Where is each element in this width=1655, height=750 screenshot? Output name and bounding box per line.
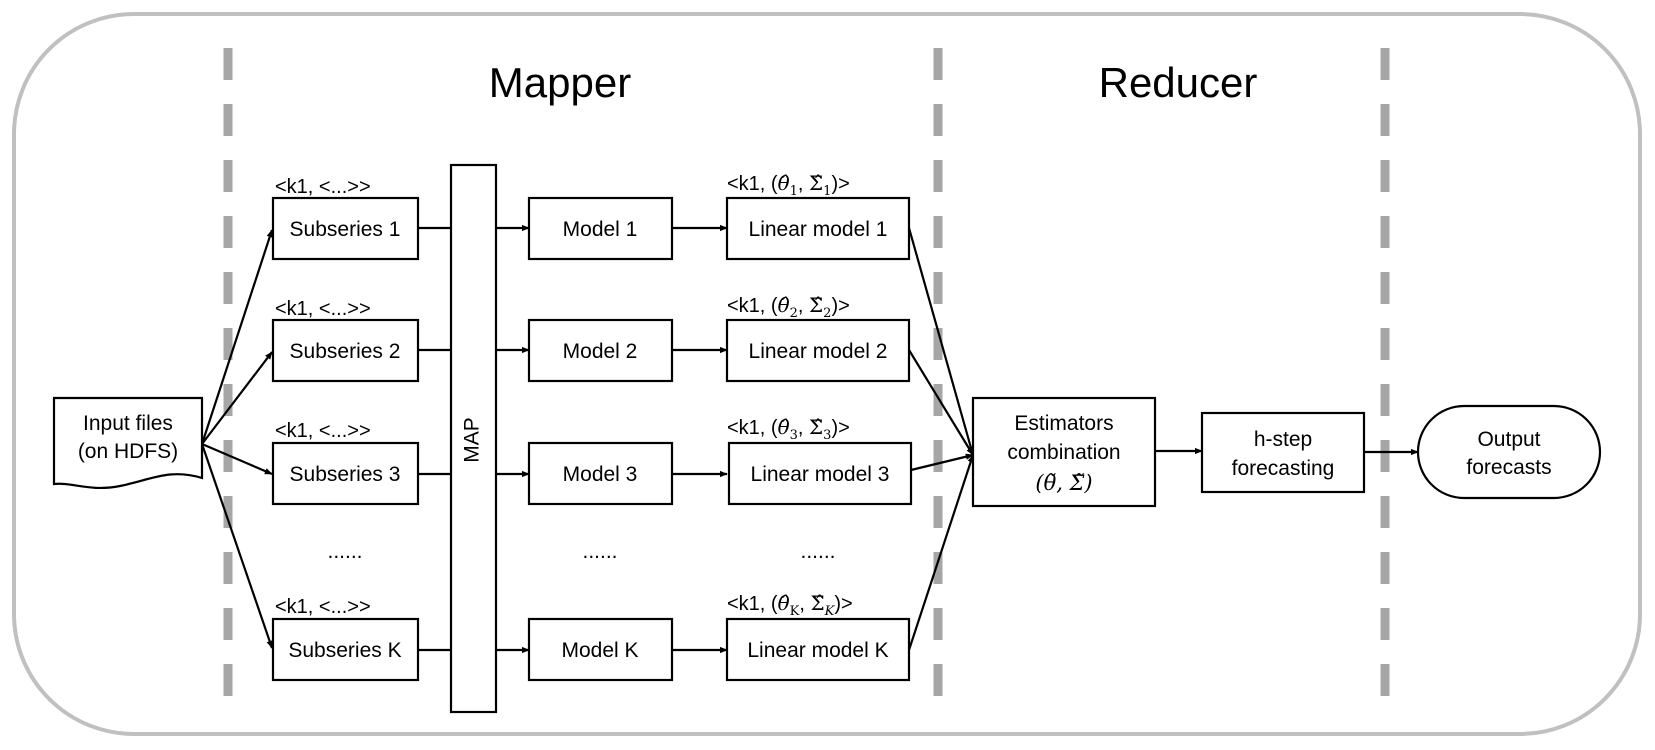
model-label: Model 1 bbox=[563, 218, 638, 241]
model-box bbox=[527, 441, 674, 506]
forecasting-label: h-step bbox=[1254, 428, 1312, 451]
model-box bbox=[527, 196, 674, 261]
model-label: Model K bbox=[561, 639, 638, 662]
linear-model-box bbox=[725, 196, 911, 261]
arrow bbox=[200, 229, 274, 445]
arrow bbox=[908, 349, 974, 456]
combination-label: Estimators bbox=[1014, 412, 1113, 435]
arrow bbox=[907, 227, 975, 456]
linear-model-label: Linear model K bbox=[747, 639, 888, 662]
subseries-box bbox=[271, 196, 420, 261]
ellipsis: ...... bbox=[800, 540, 835, 563]
estimate-key-label: <k1, (θ̂1, Σ̂1)> bbox=[727, 171, 850, 199]
estimate-key-label: <k1, (θ̂2, Σ̂2)> bbox=[727, 293, 850, 321]
linear-model-label: Linear model 2 bbox=[749, 340, 888, 363]
subseries-label: Subseries 1 bbox=[290, 218, 401, 241]
linear-model-box bbox=[725, 617, 911, 682]
linear-model-box bbox=[727, 441, 913, 506]
linear-model-label: Linear model 1 bbox=[749, 218, 888, 241]
key-label: <k1, <...>> bbox=[275, 420, 371, 442]
arrow bbox=[201, 442, 273, 476]
output-label: forecasts bbox=[1466, 456, 1551, 479]
input-files-label: Input files bbox=[83, 412, 173, 435]
map-label: MAP bbox=[461, 417, 484, 463]
ellipsis: ...... bbox=[327, 540, 362, 563]
h-step-forecasting-box bbox=[1200, 411, 1366, 494]
key-label: <k1, <...>> bbox=[275, 596, 371, 618]
model-label: Model 2 bbox=[563, 340, 638, 363]
model-box bbox=[527, 617, 674, 682]
combination-estimate: (θ̃, Σ̃) bbox=[1035, 471, 1092, 495]
reducer-title: Reducer bbox=[1099, 59, 1258, 106]
model-box bbox=[527, 318, 674, 383]
model-label: Model 3 bbox=[563, 463, 638, 486]
input-files-label: (on HDFS) bbox=[78, 440, 178, 463]
arrow bbox=[200, 443, 274, 649]
ellipsis: ...... bbox=[582, 540, 617, 563]
map-bar bbox=[449, 163, 498, 714]
output-label: Output bbox=[1477, 428, 1540, 451]
arrow bbox=[907, 454, 975, 651]
key-label: <k1, <...>> bbox=[275, 176, 371, 198]
subseries-label: Subseries 3 bbox=[290, 463, 401, 486]
subseries-label: Subseries K bbox=[288, 639, 401, 662]
forecasting-label: forecasting bbox=[1232, 457, 1335, 480]
linear-model-box bbox=[725, 318, 911, 383]
estimate-key-label: <k1, (θ̂K, Σ̂K)> bbox=[727, 591, 853, 619]
combination-label: combination bbox=[1007, 441, 1120, 464]
key-label: <k1, <...>> bbox=[275, 298, 371, 320]
input-files-document bbox=[52, 396, 204, 490]
output-forecasts-terminator bbox=[1416, 404, 1602, 500]
linear-model-label: Linear model 3 bbox=[751, 463, 890, 486]
subseries-label: Subseries 2 bbox=[290, 340, 401, 363]
mapper-title: Mapper bbox=[489, 59, 631, 106]
estimate-key-label: <k1, (θ̂3, Σ̂3)> bbox=[727, 415, 850, 443]
estimators-combination-box bbox=[971, 396, 1157, 508]
arrow bbox=[910, 453, 974, 472]
arrow bbox=[201, 351, 273, 445]
